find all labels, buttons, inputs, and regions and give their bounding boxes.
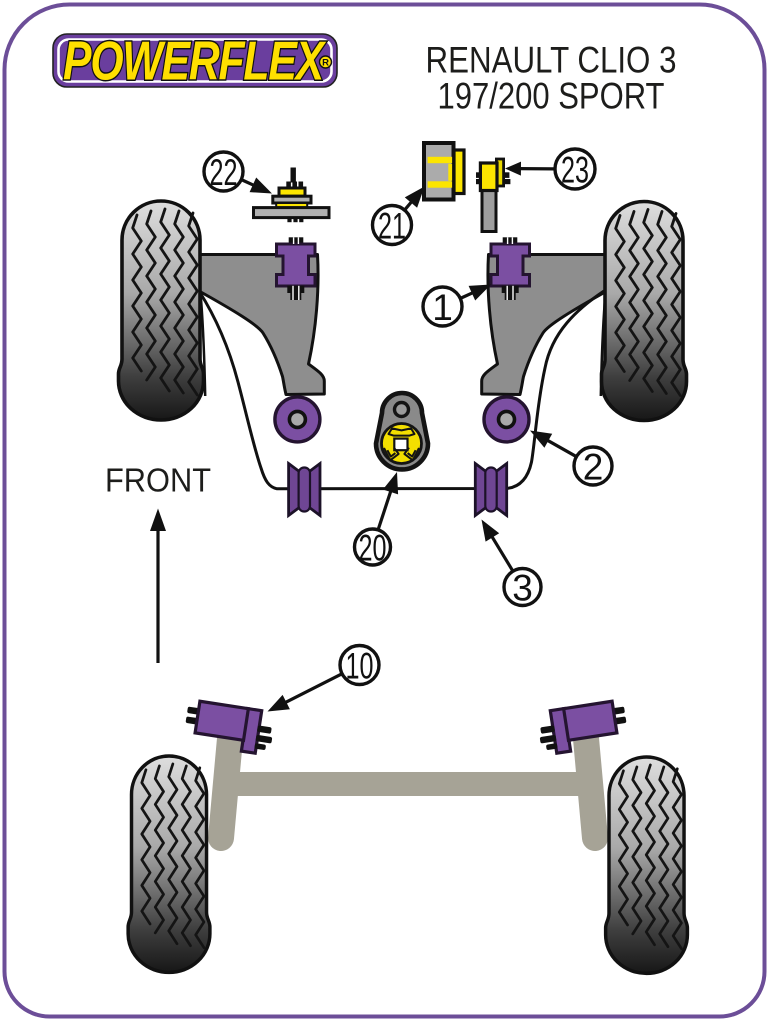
svg-text:2: 2 <box>583 446 604 487</box>
svg-text:20: 20 <box>359 527 387 568</box>
svg-text:1: 1 <box>432 287 453 328</box>
svg-text:10: 10 <box>346 645 374 686</box>
svg-text:RENAULT CLIO 3: RENAULT CLIO 3 <box>426 40 677 81</box>
svg-text:22: 22 <box>210 152 238 193</box>
svg-text:FRONT: FRONT <box>105 463 211 500</box>
svg-text:21: 21 <box>378 205 406 246</box>
svg-text:R: R <box>322 58 329 69</box>
svg-text:23: 23 <box>561 149 589 190</box>
svg-text:3: 3 <box>512 567 533 608</box>
svg-text:197/200 SPORT: 197/200 SPORT <box>438 76 665 117</box>
svg-text:POWERFLEX: POWERFLEX <box>63 30 327 92</box>
